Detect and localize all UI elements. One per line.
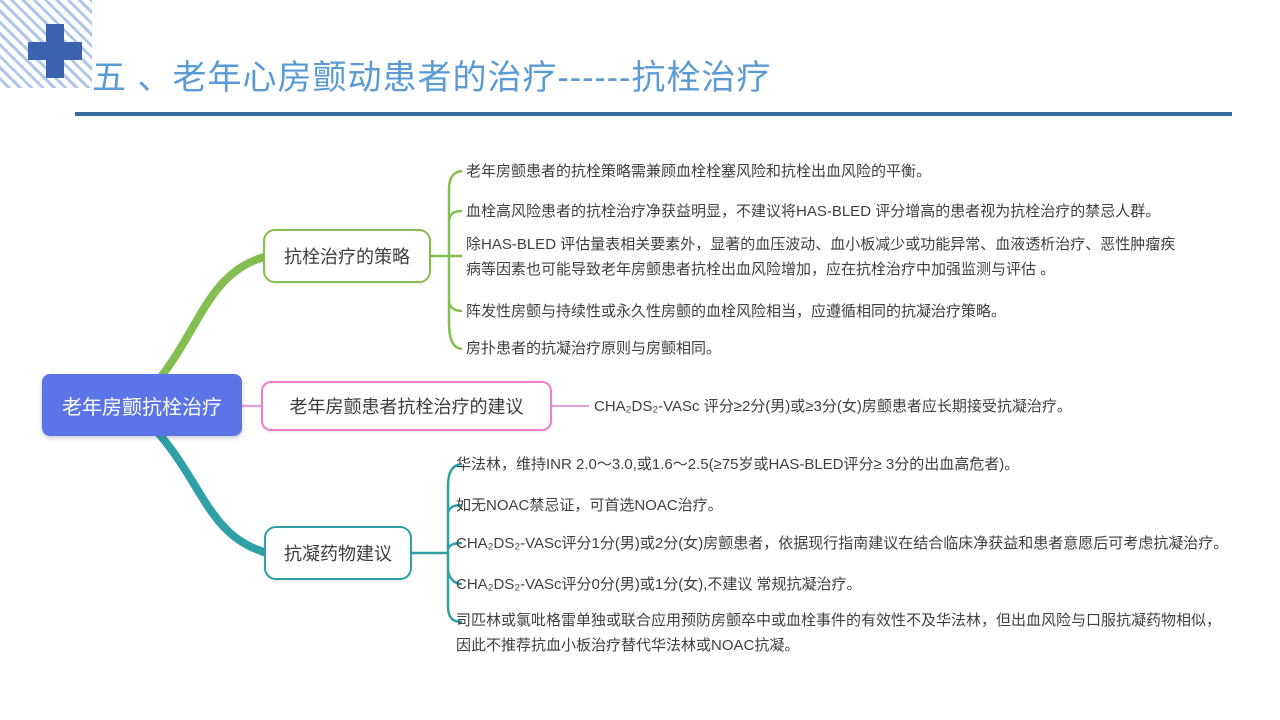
leaf-note: 房扑患者的抗凝治疗原则与房颤相同。	[466, 340, 722, 357]
branch-node-recommendation: 老年房颤患者抗栓治疗的建议	[261, 381, 552, 431]
drugs-hook-4	[446, 569, 463, 586]
drugs-hook-3	[446, 541, 463, 550]
plus-icon	[28, 24, 82, 78]
leaf-note: 华法林，维持INR 2.0～3.0,或1.6～2.5(≥75岁或HAS-BLED…	[456, 456, 1020, 473]
leaf-note: 血栓高风险患者的抗栓治疗净获益明显，不建议将HAS-BLED 评分增高的患者视为…	[466, 203, 1161, 220]
title-underline	[75, 112, 1232, 116]
leaf-note: CHA₂DS₂-VASc评分1分(男)或2分(女)房颤患者，依据现行指南建议在结…	[456, 535, 1229, 552]
leaf-note: 老年房颤患者的抗栓策略需兼顾血栓栓塞风险和抗栓出血风险的平衡。	[466, 163, 932, 180]
branch-curve-drugs	[146, 420, 268, 556]
drugs-hook-2	[446, 503, 463, 514]
strategy-spine	[447, 169, 463, 351]
branch-node-anticoagulant-drugs: 抗凝药物建议	[264, 526, 412, 580]
branch-node-strategy: 抗栓治疗的策略	[263, 229, 431, 283]
leaf-note: CHA₂DS₂-VASc 评分≥2分(男)或≥3分(女)房颤患者应长期接受抗凝治…	[594, 398, 1072, 415]
leaf-note: 阵发性房颤与持续性或永久性房颤的血栓风险相当，应遵循相同的抗凝治疗策略。	[466, 303, 1007, 320]
strategy-hook-4	[447, 301, 463, 313]
branch-curve-strategy	[148, 253, 268, 392]
strategy-hook-2	[447, 209, 463, 221]
root-node: 老年房颤抗栓治疗	[42, 374, 242, 436]
leaf-note: 如无NOAC禁忌证，可首选NOAC治疗。	[456, 497, 723, 514]
drugs-spine	[446, 462, 463, 624]
leaf-note: 除HAS-BLED 评估量表相关要素外，显著的血压波动、血小板减少或功能异常、血…	[466, 236, 1176, 278]
plus-icon-horizontal-bar	[28, 42, 82, 60]
slide-title: 五 、老年心房颤动患者的治疗------抗栓治疗	[92, 59, 772, 97]
leaf-note: 司匹林或氯吡格雷单独或联合应用预防房颤卒中或血栓事件的有效性不及华法林，但出血风…	[456, 612, 1222, 654]
leaf-note: CHA₂DS₂-VASc评分0分(男)或1分(女),不建议 常规抗凝治疗。	[456, 576, 862, 593]
